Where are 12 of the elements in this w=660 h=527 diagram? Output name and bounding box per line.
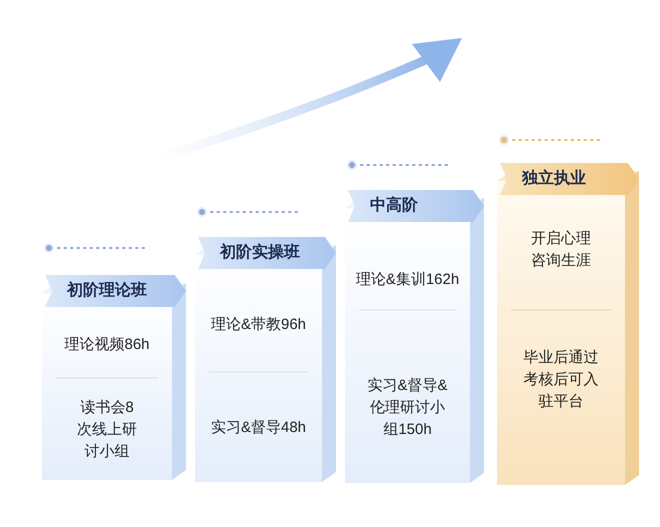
- stage-tab: 初阶实操班: [198, 237, 336, 269]
- course-text: 理论&带教96h: [210, 315, 308, 335]
- course-text: 开启心理咨询生涯: [530, 229, 592, 271]
- course-text: 毕业后通过考核后可入驻平台: [522, 348, 600, 412]
- stage-tab: 初阶理论班: [45, 275, 186, 307]
- course-text: 实习&督导48h: [210, 418, 308, 438]
- course-text: 理论视频86h: [63, 335, 151, 355]
- course-text: 实习&督导&伦理研讨小组150h: [366, 376, 448, 440]
- stage-tab: 独立执业: [500, 163, 639, 195]
- stage-tab: 中高阶: [348, 190, 484, 222]
- course-text: 理论&集训162h: [354, 270, 460, 290]
- course-text: 读书会8次线上研讨小组: [76, 398, 138, 462]
